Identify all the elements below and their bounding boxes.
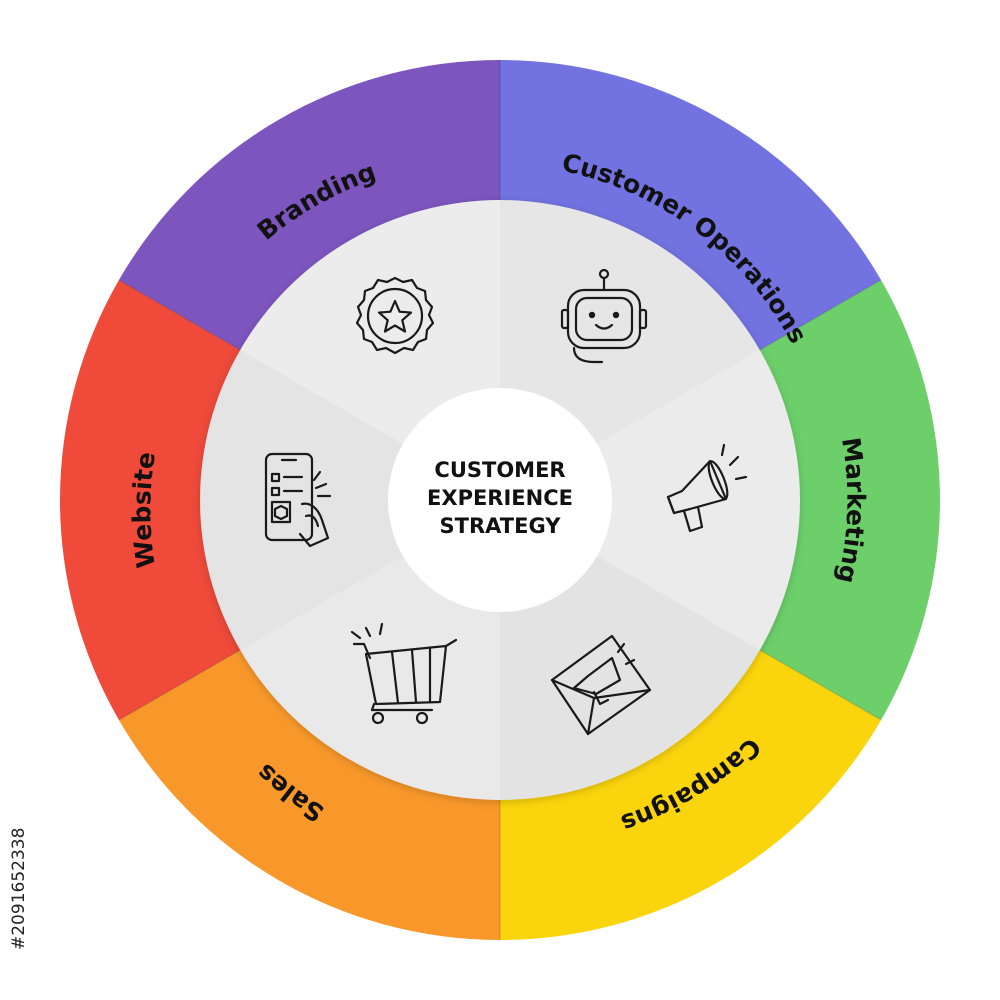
inner-segment [596,350,800,650]
outer-divider [759,279,882,351]
star-badge-icon [355,276,435,355]
outer-divider [759,649,882,721]
center-circle [388,388,612,612]
shopping-cart-icon [350,622,458,725]
outer-segment-branding [118,60,500,351]
center-title-line-1: CUSTOMER [434,458,565,482]
segment-label-website: Website [127,450,161,570]
outer-segment-marketing [758,280,940,720]
outer-segment-sales [118,649,500,940]
email-campaign-icon [550,634,652,736]
inner-segment [200,350,404,650]
center-title-line-3: STRATEGY [440,514,562,538]
inner-ring [200,200,800,800]
mobile-website-icon [264,452,332,548]
center-title: CUSTOMER EXPERIENCE STRATEGY [427,458,573,538]
inner-segment [500,556,760,800]
outer-divider [118,279,241,351]
megaphone-icon [666,443,748,533]
inner-segment [240,200,500,444]
stock-id-watermark: #2091652338 [9,828,29,950]
outer-divider [118,649,241,721]
center-title-line-2: EXPERIENCE [427,486,573,510]
chatbot-robot-icon [560,268,648,364]
outer-ring [59,60,940,940]
outer-segment-campaigns [500,649,882,940]
outer-segment-website [59,280,242,720]
stock-id-text: #2091652338 [9,828,29,950]
outer-segment-customer-operations [500,60,882,351]
inner-segment [500,200,760,444]
